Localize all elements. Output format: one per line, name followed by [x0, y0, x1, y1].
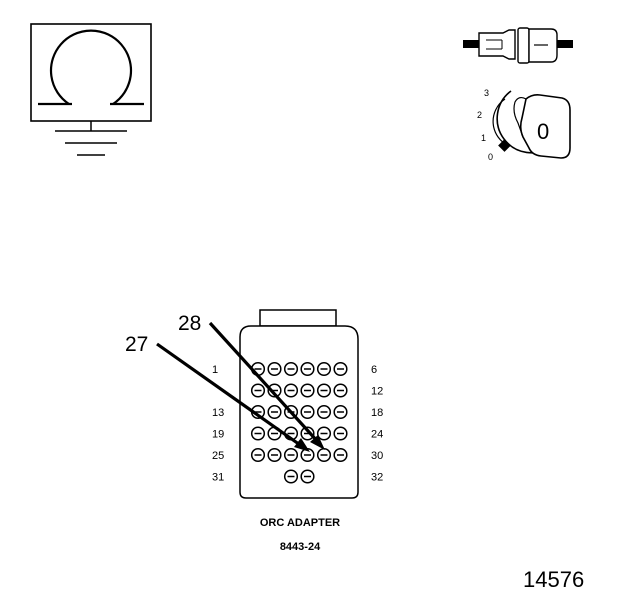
figure-number: 14576 [523, 567, 584, 592]
pin-socket [333, 447, 348, 463]
pin-socket [267, 361, 282, 377]
pin-row-start-label: 19 [212, 429, 224, 441]
pin-socket [267, 404, 282, 420]
pin-socket [316, 361, 332, 377]
ignition-switch-icon: 3 2 1 0 0 [477, 88, 571, 162]
pin-row-start-label: 13 [212, 407, 224, 419]
pin-socket [316, 404, 332, 420]
pin-socket [267, 447, 282, 463]
pin-socket [283, 469, 299, 484]
key-position-0: 0 [488, 152, 493, 162]
callout-27: 27 [125, 333, 148, 356]
callout-arrows [156, 321, 325, 452]
pin-socket [283, 447, 299, 463]
adapter-name: ORC ADAPTER [260, 517, 340, 529]
pin-socket [267, 383, 282, 398]
pin-socket [283, 361, 299, 377]
pin-row-end-label: 12 [371, 386, 383, 398]
key-position-3: 3 [484, 88, 489, 98]
pin-socket [333, 404, 348, 420]
pin-row-end-label: 24 [371, 429, 383, 441]
key-label: 0 [537, 119, 549, 144]
pin-socket [333, 383, 348, 398]
pin-socket [300, 404, 315, 420]
pin-row-end-label: 32 [371, 472, 383, 484]
pin-row-start-label: 31 [212, 472, 224, 484]
ohmmeter-icon [30, 23, 152, 122]
pin-socket [333, 361, 348, 377]
ground-icon [55, 121, 127, 156]
pin-socket [250, 404, 266, 420]
key-position-1: 1 [481, 133, 486, 143]
pin-socket [333, 426, 348, 441]
pin-grid: 1 6 12 13 18 19 24 25 30 31 32 [212, 361, 383, 484]
callout-28: 28 [178, 312, 201, 335]
pin-socket [300, 361, 315, 377]
pin-socket [250, 447, 266, 463]
pin-socket [300, 469, 315, 484]
pin-row-end-label: 30 [371, 450, 383, 462]
key-position-2: 2 [477, 110, 482, 120]
pin-socket [316, 426, 332, 441]
orc-adapter: 1 6 12 13 18 19 24 25 30 31 32 [212, 309, 383, 499]
pin-socket [316, 383, 332, 398]
pin-socket [283, 383, 299, 398]
pin-socket [316, 447, 332, 463]
pin-socket [300, 426, 315, 441]
pin-socket [250, 426, 266, 441]
adapter-part-number: 8443-24 [280, 541, 321, 553]
pin-socket [300, 383, 315, 398]
pin-socket [250, 383, 266, 398]
pin-row-end-label: 18 [371, 407, 383, 419]
pin-row-start-label: 1 [212, 364, 218, 376]
connector-icon [463, 27, 573, 64]
pin-row-start-label: 25 [212, 450, 224, 462]
pin-row-end-label: 6 [371, 364, 377, 376]
